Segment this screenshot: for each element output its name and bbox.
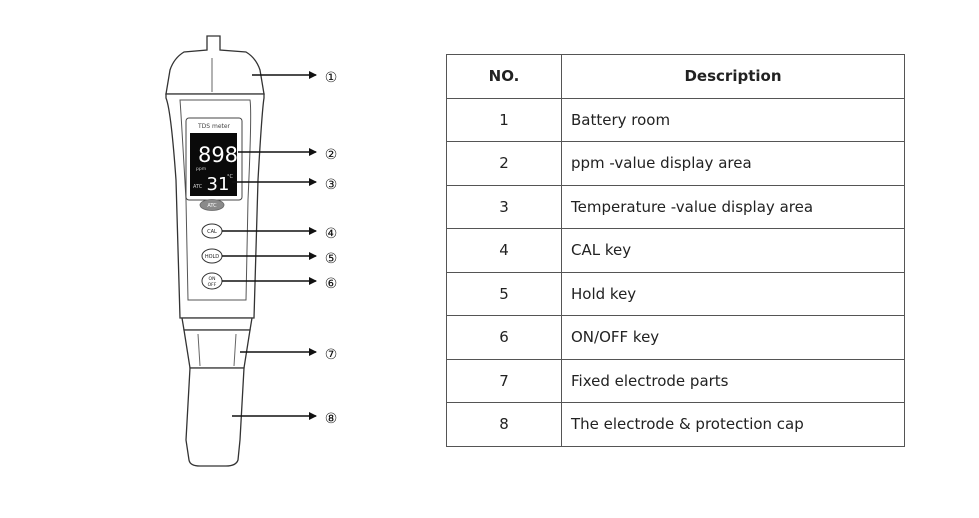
header-no: NO. <box>446 54 562 99</box>
temp-unit: °C <box>227 174 234 180</box>
svg-text:②: ② <box>325 147 338 163</box>
table-header-row: NO. Description <box>446 54 905 99</box>
ppm-unit: ppm <box>196 167 206 172</box>
lcd-screen <box>190 133 237 196</box>
callout-5: ⑤ <box>325 251 338 267</box>
table-row: 7 Fixed electrode parts <box>446 358 905 403</box>
row-description: The electrode & protection cap <box>561 402 905 447</box>
svg-text:③: ③ <box>325 177 338 193</box>
table-row: 5 Hold key <box>446 271 905 316</box>
tds-meter-diagram: TDS meter 898 ppm 31 °C ATC ATC CAL HOLD… <box>165 35 338 467</box>
table-row: 3 Temperature -value display area <box>446 184 905 229</box>
row-description: ppm -value display area <box>561 141 905 186</box>
atc-badge <box>199 199 225 211</box>
row-description: ON/OFF key <box>561 315 905 360</box>
fixed-electrode-collar <box>181 317 253 369</box>
svg-text:⑧: ⑧ <box>325 411 338 427</box>
callout-7: ⑦ <box>325 347 338 363</box>
temp-reading: 31 <box>207 174 230 195</box>
cal-button-label: CAL <box>207 229 217 235</box>
row-no: 7 <box>446 358 562 403</box>
callout-2: ② <box>325 147 338 163</box>
row-no: 3 <box>446 184 562 229</box>
row-no: 4 <box>446 228 562 273</box>
on-off-button-label-top: ON <box>209 276 216 282</box>
table-row: 1 Battery room <box>446 97 905 142</box>
row-description: Temperature -value display area <box>561 184 905 229</box>
table-row: 2 ppm -value display area <box>446 141 905 186</box>
row-description: Battery room <box>561 97 905 142</box>
atc-indicator: ATC <box>193 184 203 190</box>
atc-badge-label: ATC <box>207 203 217 209</box>
table-row: 8 The electrode & protection cap <box>446 402 905 447</box>
row-description: CAL key <box>561 228 905 273</box>
battery-cap <box>165 35 265 95</box>
svg-text:⑦: ⑦ <box>325 347 338 363</box>
hold-button-label: HOLD <box>205 254 219 260</box>
callout-4: ④ <box>325 226 338 242</box>
electrode-cap <box>185 367 245 467</box>
on-off-button-label-bottom: OFF <box>208 282 217 288</box>
table-row: 6 ON/OFF key <box>446 315 905 360</box>
callout-6: ⑥ <box>325 276 338 292</box>
table-row: 4 CAL key <box>446 228 905 273</box>
row-no: 2 <box>446 141 562 186</box>
header-description: Description <box>561 54 905 99</box>
row-no: 5 <box>446 271 562 316</box>
svg-text:①: ① <box>325 70 338 86</box>
callout-1: ① <box>325 70 338 86</box>
callout-8: ⑧ <box>325 411 338 427</box>
parts-description-table: NO. Description 1 Battery room 2 ppm -va… <box>446 54 905 447</box>
ppm-reading: 898 <box>198 143 238 167</box>
row-description: Hold key <box>561 271 905 316</box>
row-no: 6 <box>446 315 562 360</box>
svg-text:⑥: ⑥ <box>325 276 338 292</box>
svg-text:⑤: ⑤ <box>325 251 338 267</box>
callout-3: ③ <box>325 177 338 193</box>
row-no: 8 <box>446 402 562 447</box>
svg-text:④: ④ <box>325 226 338 242</box>
device-label: TDS meter <box>197 123 231 130</box>
row-description: Fixed electrode parts <box>561 358 905 403</box>
row-no: 1 <box>446 97 562 142</box>
